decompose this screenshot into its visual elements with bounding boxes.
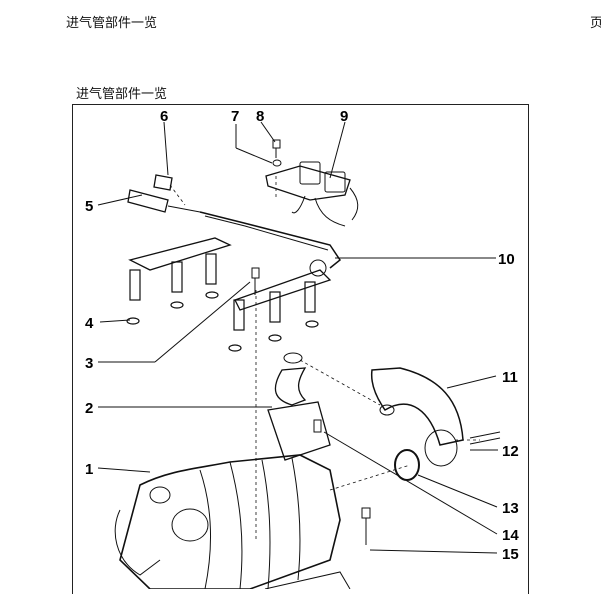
callout-11: 11	[502, 369, 518, 386]
leader-3b	[154, 281, 251, 363]
leader-5	[97, 194, 143, 206]
figure-title: 进气管部件一览	[76, 87, 168, 102]
callout-1: 1	[85, 461, 93, 478]
leader-4	[99, 319, 131, 323]
header-title: 进气管部件一览	[66, 16, 158, 31]
callout-12: 12	[502, 443, 519, 460]
figure-frame	[72, 104, 529, 594]
callout-7: 7	[231, 108, 239, 125]
leader-11	[446, 375, 497, 389]
leader-15	[369, 549, 498, 554]
callout-13: 13	[502, 500, 519, 517]
leader-14	[323, 431, 498, 535]
page-label: 页	[590, 16, 601, 31]
callout-4: 4	[85, 315, 94, 332]
callout-10: 10	[498, 251, 515, 268]
leader-13	[417, 474, 498, 508]
callout-2: 2	[85, 400, 93, 417]
callout-9: 9	[340, 108, 348, 125]
callout-5: 5	[85, 198, 93, 215]
callout-3: 3	[85, 355, 93, 372]
leader-9	[329, 121, 346, 179]
callout-8: 8	[256, 108, 264, 125]
callout-14: 14	[502, 527, 519, 544]
leader-1	[97, 467, 151, 473]
leader-8	[260, 121, 276, 143]
callout-6: 6	[160, 108, 168, 125]
leader-7b	[235, 147, 273, 164]
leader-6	[163, 121, 169, 176]
callout-15: 15	[502, 546, 519, 563]
